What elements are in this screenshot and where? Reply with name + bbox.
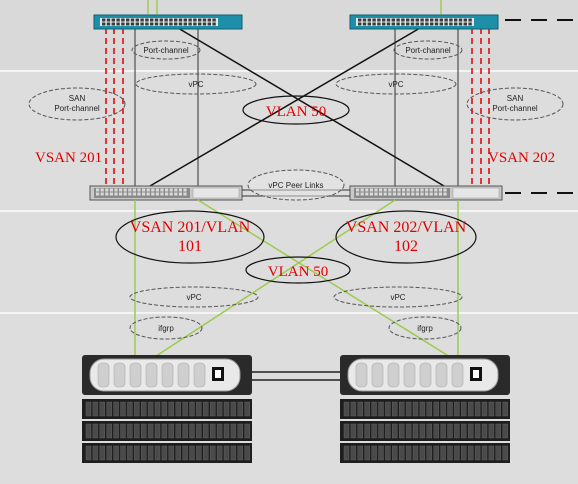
vlan50-top-label: VLAN 50 (266, 104, 326, 120)
port-channel-right-oval (393, 40, 463, 60)
ifgrp-right-label: ifgrp (417, 324, 433, 333)
port-channel-left-label: Port-channel (143, 46, 189, 55)
zone-divider (0, 312, 578, 314)
vpc-peer-links-oval (247, 169, 345, 201)
san-links-left (105, 28, 124, 186)
vpc-top-left-label: vPC (188, 80, 203, 89)
storage-array-left (82, 355, 252, 463)
top-switch-right (349, 14, 499, 30)
vlan50-top-oval (242, 95, 350, 125)
vpc-bottom-left-oval (129, 286, 259, 308)
port-channel-right-label: Port-channel (405, 46, 451, 55)
zone-top (0, 0, 578, 70)
vpc-peer-links-label: vPC Peer Links (268, 181, 323, 190)
san-pc-right-oval (466, 87, 564, 121)
vpc-top-right-label: vPC (388, 80, 403, 89)
vsan-vlan-left-oval (115, 210, 265, 264)
vpc-top-left-oval (135, 73, 257, 95)
vlan50-bottom-label: VLAN 50 (268, 264, 328, 280)
san-pc-right-line2: Port-channel (492, 104, 538, 113)
san-pc-left-line1: SAN (69, 94, 86, 103)
fabric-interconnect-left (89, 185, 243, 201)
ifgrp-left-label: ifgrp (158, 324, 174, 333)
cross-link (177, 27, 445, 187)
ifgrp-left-oval (129, 316, 203, 340)
vsan-right-label: VSAN 202 (488, 150, 555, 166)
san-pc-right-line1: SAN (507, 94, 524, 103)
vpc-top-right-oval (335, 73, 457, 95)
zone-divider (0, 210, 578, 212)
vpc-bottom-right-label: vPC (390, 293, 405, 302)
san-pc-left-oval (28, 87, 126, 121)
vlan50-bottom-oval (245, 256, 351, 284)
san-pc-left-line2: Port-channel (54, 104, 100, 113)
vsan-vlan-left-line2: 101 (178, 238, 202, 255)
ifgrp-right-oval (388, 316, 462, 340)
vsan-left-label: VSAN 201 (35, 150, 102, 166)
port-channel-left-oval (131, 40, 201, 60)
green-downlinks (134, 199, 459, 361)
zone-lower (0, 212, 578, 312)
vsan-vlan-left-line1: VSAN 201/VLAN (130, 219, 251, 236)
top-switch-left (93, 14, 243, 30)
cross-link (149, 27, 421, 187)
vpc-bottom-right-oval (333, 286, 463, 308)
vsan-vlan-right-line2: 102 (394, 238, 418, 255)
fabric-interconnect-right (349, 185, 503, 201)
storage-array-right (340, 355, 510, 463)
zone-divider (0, 70, 578, 72)
vpc-bottom-left-label: vPC (186, 293, 201, 302)
vsan-vlan-right-oval (335, 210, 477, 264)
vsan-vlan-right-line1: VSAN 202/VLAN (346, 219, 467, 236)
san-links-right (471, 28, 490, 186)
